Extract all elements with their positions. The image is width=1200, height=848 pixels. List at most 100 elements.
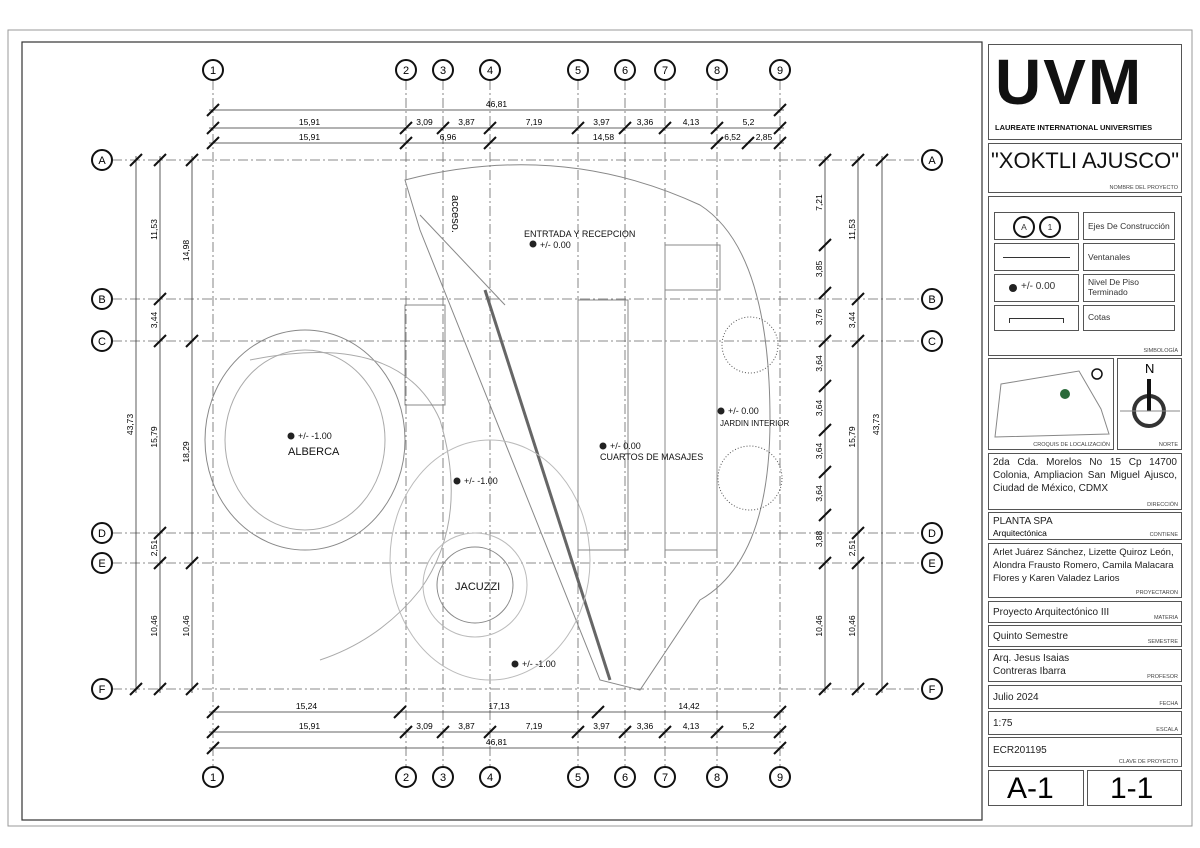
- dimension-tick: [483, 121, 497, 135]
- dimension-label: 3,87: [458, 117, 475, 127]
- garden-label: JARDIN INTERIOR: [720, 419, 790, 428]
- axis-label-column: 3: [440, 772, 446, 784]
- axis-bubble-icon: [706, 766, 728, 788]
- axis-bubble-icon: [921, 522, 943, 544]
- axis-label-row: E: [928, 558, 935, 570]
- dimension-label: 15,91: [299, 117, 321, 127]
- axis-bubble-icon: [479, 59, 501, 81]
- dimension-tick: [399, 121, 413, 135]
- deck-level: +/- -1.00: [464, 476, 498, 486]
- dimension-tick: [571, 121, 585, 135]
- dimension-tick: [206, 705, 220, 719]
- dimension-tick: [185, 556, 199, 570]
- dimension-tick: [185, 153, 199, 167]
- axis-label-column: 9: [777, 65, 783, 77]
- dimension-label: 2,85: [756, 132, 773, 142]
- dimension-label: 3,09: [416, 721, 433, 731]
- dimension-label: 6,96: [440, 132, 457, 142]
- axis-bubble-icon: [202, 766, 224, 788]
- dimension-tick: [818, 465, 832, 479]
- dimension-label: 10,46: [847, 615, 857, 637]
- dimension-tick: [818, 153, 832, 167]
- logo-box: UVM LAUREATE INTERNATIONAL UNIVERSITIES: [988, 44, 1182, 140]
- axis-bubble-icon: [769, 59, 791, 81]
- dimension-tick: [818, 286, 832, 300]
- axis-bubble-icon: [567, 766, 589, 788]
- dimension-label: 14,58: [593, 132, 615, 142]
- dimension-label: 2,51: [149, 539, 159, 556]
- professor-caption: PROFESOR: [1147, 674, 1178, 680]
- dimension-tick: [658, 121, 672, 135]
- subject: Proyecto Arquitectónico III: [993, 607, 1110, 618]
- axis-bubble-icon: [654, 766, 676, 788]
- dimension-label: 11,53: [847, 219, 857, 240]
- dimension-tick: [818, 379, 832, 393]
- location-sketch-box: CROQUIS DE LOCALIZACIÓN: [988, 358, 1114, 450]
- legend-dims-symbol: [994, 305, 1079, 331]
- dimension-label: 43,73: [871, 414, 881, 436]
- dimension-label: 15,79: [847, 426, 857, 448]
- massage-label: CUARTOS DE MASAJES: [600, 452, 703, 462]
- dimension-label: 10,46: [149, 615, 159, 637]
- dimension-tick: [436, 121, 450, 135]
- contains-box: PLANTA SPA Arquitectónica CONTIENE: [988, 512, 1182, 540]
- dimension-tick: [129, 682, 143, 696]
- sheet-count: 1-1: [1110, 772, 1154, 805]
- project-name-caption: NOMBRE DEL PROYECTO: [1109, 185, 1178, 191]
- dimension-tick: [591, 705, 605, 719]
- dimension-tick: [153, 556, 167, 570]
- dimension-tick: [710, 725, 724, 739]
- axis-bubble-icon: [432, 766, 454, 788]
- garden-level: +/- 0.00: [728, 406, 759, 416]
- subject-caption: MATERIA: [1153, 615, 1178, 621]
- dimension-tick: [710, 136, 724, 150]
- dimension-label: 3,44: [847, 311, 857, 328]
- dimension-label: 3,64: [814, 355, 824, 372]
- dimension-tick: [851, 682, 865, 696]
- dimension-tick: [773, 136, 787, 150]
- dimension-label: 3,44: [149, 311, 159, 328]
- axis-label-column: 1: [210, 65, 216, 77]
- level-marker-icon: [287, 432, 295, 440]
- axis-label-column: 9: [777, 772, 783, 784]
- sheet-box: A-1: [988, 770, 1084, 806]
- dimension-label: 7,19: [526, 721, 543, 731]
- dimension-label: 7,19: [526, 117, 543, 127]
- address: 2da Cda. Morelos No 15 Cp 14700 Colonia,…: [993, 457, 1177, 494]
- level-marker-icon: [1009, 284, 1017, 292]
- dimension-label: 18,29: [181, 441, 191, 463]
- dimension-tick: [658, 725, 672, 739]
- legend-windows-label: Ventanales: [1083, 243, 1175, 271]
- level-marker-icon: [717, 407, 725, 415]
- axis-label-column: 8: [714, 772, 720, 784]
- dimension-label: 3,97: [593, 117, 610, 127]
- axis-bubble-icon: [614, 766, 636, 788]
- dimension-tick: [773, 103, 787, 117]
- address-box: 2da Cda. Morelos No 15 Cp 14700 Colonia,…: [988, 453, 1182, 510]
- dimension-label: 15,79: [149, 426, 159, 448]
- dimension-tick: [206, 741, 220, 755]
- room-labels: ENTRTADA Y RECEPCION +/- 0.00 acceso. +/…: [287, 195, 790, 669]
- axis-label-row: A: [928, 155, 936, 167]
- level-marker-icon: [529, 240, 537, 248]
- dimension-tick: [153, 292, 167, 306]
- dimension-label: 5,2: [743, 721, 755, 731]
- axis-bubble-icon: [769, 766, 791, 788]
- axis-label-column: 7: [662, 65, 668, 77]
- dimension-label: 3,88: [814, 530, 824, 547]
- dimension-tick: [206, 121, 220, 135]
- axis-bubble-icon: [706, 59, 728, 81]
- axis-label-column: 1: [210, 772, 216, 784]
- dimension-tick: [399, 136, 413, 150]
- reception-level: +/- 0.00: [540, 240, 571, 250]
- project-key-box: ECR201195 CLAVE DE PROYECTO: [988, 737, 1182, 767]
- contains-sub: Arquitectónica: [993, 528, 1047, 538]
- reception-label: ENTRTADA Y RECEPCION: [524, 229, 635, 239]
- dimension-tick: [741, 136, 755, 150]
- dimension-tick: [483, 136, 497, 150]
- axis-label-row: E: [98, 558, 105, 570]
- axis-label-row: A: [98, 155, 106, 167]
- pool-level: +/- -1.00: [298, 431, 332, 441]
